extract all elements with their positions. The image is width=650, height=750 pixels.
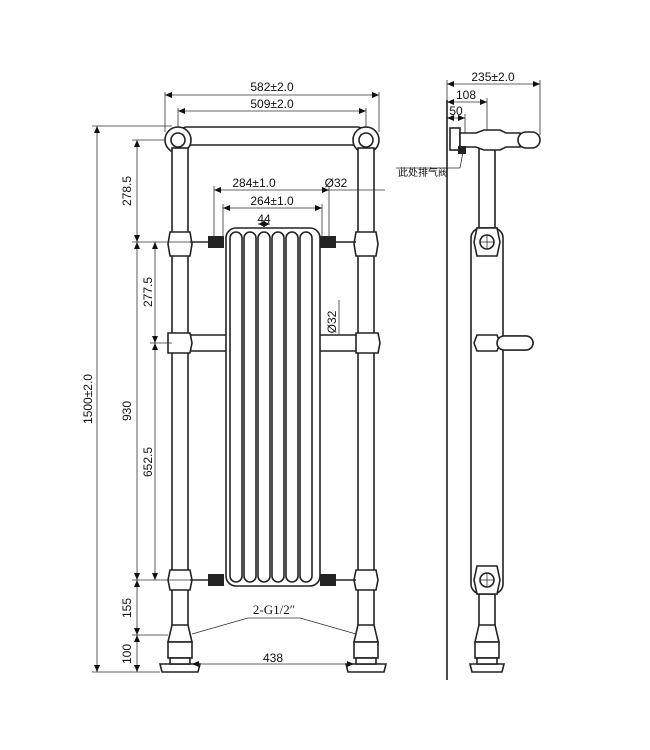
right-leg <box>344 147 388 673</box>
pipe-dia-mid-label: Ø32 <box>325 310 339 333</box>
dim-section-pitch: 44 <box>257 212 271 227</box>
column-inner-label: 264±1.0 <box>250 194 294 208</box>
top-segment-label: 278.5 <box>120 176 134 206</box>
bottom-connection-label: 155 <box>120 598 134 618</box>
dim-top-segment: 278.5 <box>120 139 165 242</box>
lower-segment-label: 652.5 <box>141 447 155 477</box>
vent-note: 此处排气阀 <box>396 151 464 179</box>
dim-overall-width: 582±2.0 <box>164 80 380 132</box>
dim-foot-height: 100 <box>120 635 140 672</box>
dim-rail-width: 509±2.0 <box>177 97 367 128</box>
dim-column-outer: 284±1.0 Ø32 <box>213 176 385 238</box>
depth-total-label: 235±2.0 <box>471 70 515 84</box>
mid-segment-label: 277.5 <box>141 277 155 307</box>
overall-width-label: 582±2.0 <box>250 80 294 94</box>
front-view: 582±2.0 509±2.0 284±1.0 Ø32 264±1.0 44 <box>81 80 388 673</box>
dim-bottom-connection: 155 <box>120 580 168 636</box>
dim-base-width: 438 <box>192 651 354 667</box>
column-outer-label: 284±1.0 <box>232 176 276 190</box>
depth-bracket-label: 50 <box>449 104 463 118</box>
foot-height-label: 100 <box>120 644 134 664</box>
top-towel-rail <box>164 126 380 154</box>
base-width-label: 438 <box>263 651 283 665</box>
section-pitch-label: 44 <box>257 212 271 226</box>
dim-depth-bracket: 50 <box>447 104 466 133</box>
dim-total-height: 1500±2.0 <box>81 125 172 673</box>
dim-mid-segment: 277.5 <box>141 242 172 344</box>
column-height-label: 930 <box>120 401 134 421</box>
left-leg <box>158 147 202 673</box>
total-height-label: 1500±2.0 <box>81 374 95 424</box>
dim-column-height: 930 <box>120 241 208 581</box>
dim-lower-segment: 652.5 <box>141 343 158 580</box>
dim-depth-total: 235±2.0 <box>446 70 541 135</box>
pipe-dia-top-label: Ø32 <box>325 176 348 190</box>
side-top-arm <box>449 127 541 154</box>
vent-note-label: 此处排气阀 <box>398 166 448 179</box>
radiator-block <box>190 227 356 587</box>
connection-note: 2-G1/2″ <box>191 602 357 635</box>
connection-note-label: 2-G1/2″ <box>253 602 295 617</box>
rail-width-label: 509±2.0 <box>250 97 294 111</box>
side-view: 235±2.0 108 50 此处排气阀 <box>396 70 541 680</box>
depth-wall-label: 108 <box>456 88 476 102</box>
dim-column-inner: 264±1.0 <box>222 194 323 238</box>
dim-depth-wall: 108 <box>447 88 488 130</box>
